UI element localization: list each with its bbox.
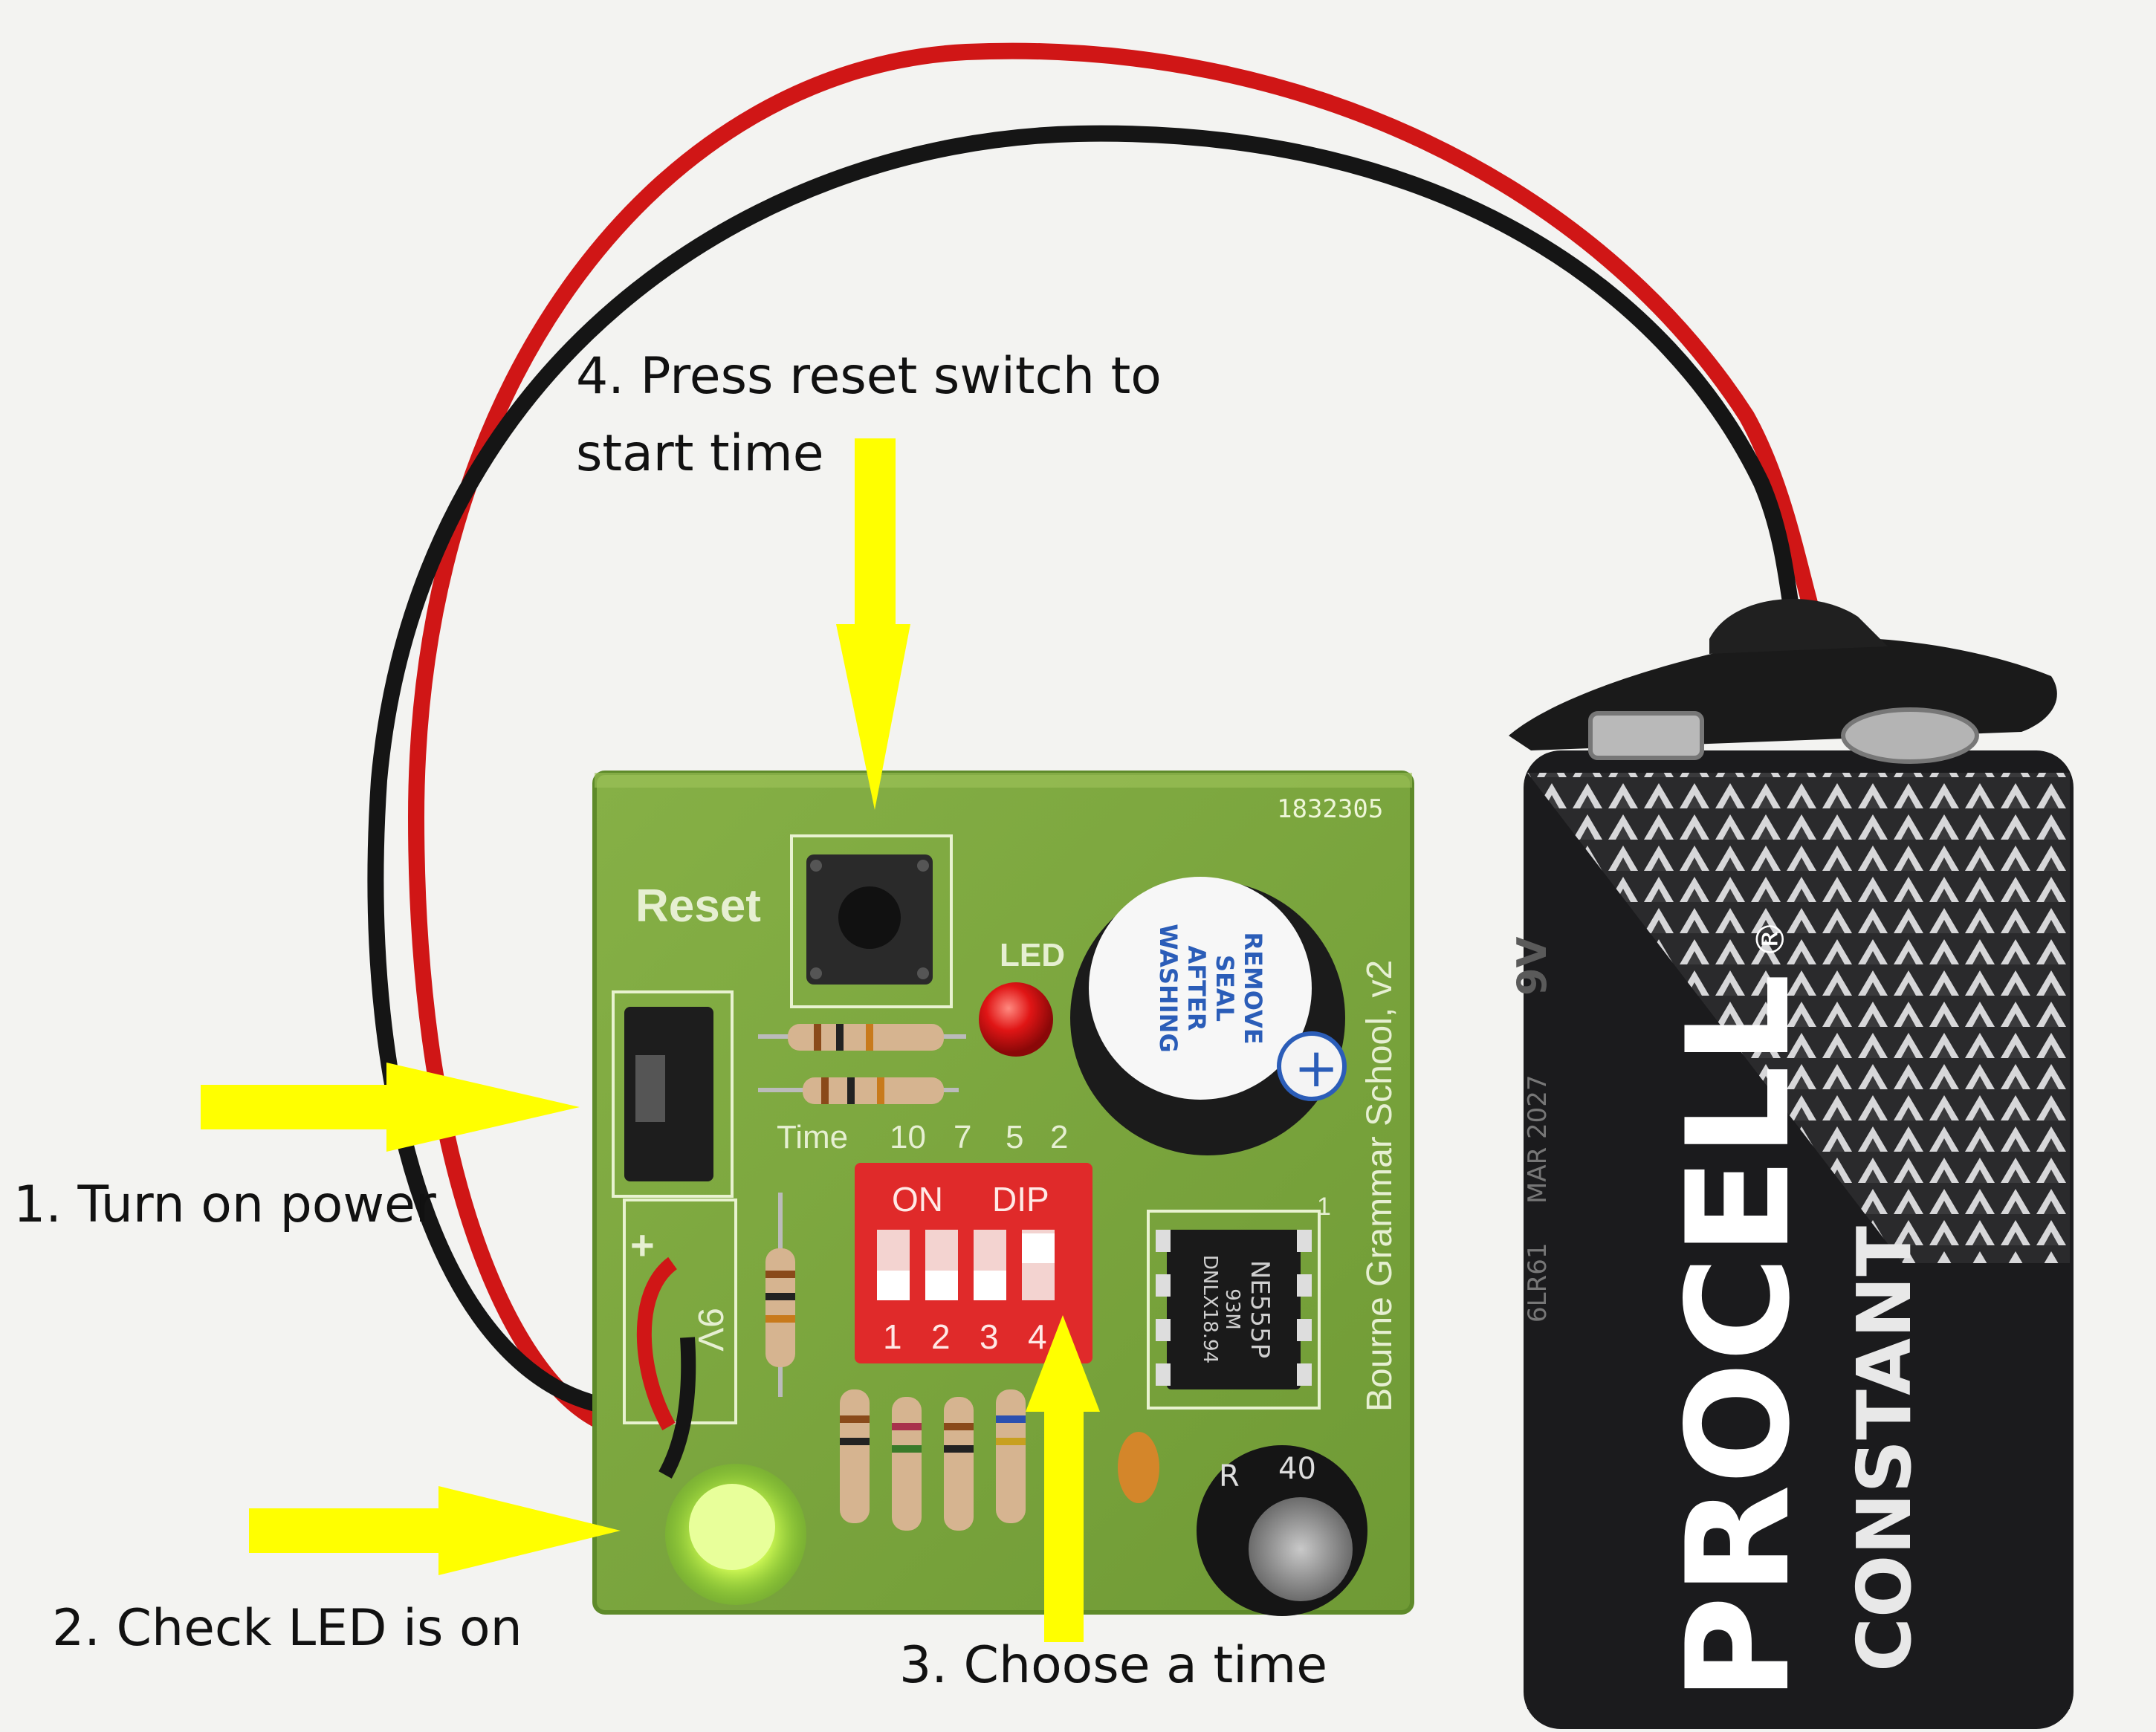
timer-pcb: 1832305 Reset LED: [592, 771, 1414, 1616]
battery-terminal-label: 9V: [690, 1308, 730, 1352]
battery-brand: PROCELL: [1657, 973, 1821, 1702]
buzzer-line2: SEAL: [1211, 955, 1239, 1022]
battery-model: CONSTANT: [1841, 1226, 1928, 1672]
ic-pin1-label: 1: [1317, 1193, 1331, 1221]
caption-step4-line1: 4. Press reset switch to: [576, 347, 1162, 406]
battery-code: 6LR61: [1523, 1243, 1553, 1323]
dip-num-2: 2: [931, 1317, 951, 1356]
time-value-3: 2: [1050, 1119, 1068, 1155]
battery-terminal-plus: +: [630, 1222, 655, 1268]
ic-555: NE555P 93M DNLX18.94 1: [1147, 1193, 1331, 1410]
board-text: Bourne Grammar School, v2: [1360, 960, 1399, 1412]
cap-text: R: [1219, 1459, 1240, 1493]
dip-switch[interactable]: ON DIP 1 2 3 4: [855, 1163, 1092, 1363]
annotation-arrows: [201, 438, 1100, 1642]
time-value-0: 10: [890, 1119, 926, 1155]
red-led: [979, 982, 1053, 1057]
arrow-right-power: [201, 1063, 580, 1152]
led-label: LED: [1000, 937, 1065, 973]
resistors-top: [758, 1024, 966, 1104]
pcb-serial: 1832305: [1277, 794, 1383, 824]
battery-expiry: MAR 2027: [1523, 1074, 1553, 1204]
power-switch[interactable]: [612, 990, 734, 1198]
arrow-up-dip: [1026, 1315, 1100, 1642]
caption-step3: 3. Choose a time: [899, 1636, 1328, 1695]
ic-line2: 93M: [1221, 1288, 1243, 1330]
dip-label: DIP: [992, 1180, 1049, 1219]
battery-pattern: [1527, 773, 2070, 1263]
arrow-down-reset: [836, 438, 910, 810]
battery-voltage: 9V: [1509, 936, 1556, 996]
ceramic-capacitor: [1118, 1432, 1159, 1503]
time-value-1: 7: [954, 1119, 971, 1155]
caption-step4-line2: start time: [576, 424, 824, 483]
buzzer-line3: AFTER: [1182, 946, 1211, 1031]
dip-num-3: 3: [980, 1317, 999, 1356]
battery-terminal-block: + 9V: [623, 1199, 737, 1479]
ic-line3: DNLX18.94: [1199, 1255, 1221, 1363]
reset-label: Reset: [635, 880, 761, 932]
caption-step4: 4. Press reset switch to start time: [576, 338, 1162, 493]
buzzer: + REMOVE SEAL AFTER WASHING: [1070, 877, 1347, 1155]
buzzer-line4: WASHING: [1154, 924, 1182, 1052]
electrolytic-capacitor: R 40: [1197, 1445, 1367, 1616]
cap-value: 40: [1278, 1452, 1316, 1486]
resistor-bank: [840, 1389, 1026, 1531]
dip-on-label: ON: [892, 1180, 943, 1219]
dip-num-1: 1: [883, 1317, 902, 1356]
arrow-right-led: [249, 1486, 621, 1575]
resistor-vertical: [765, 1193, 795, 1397]
time-label: Time: [777, 1119, 848, 1155]
dip-num-4: 4: [1028, 1317, 1047, 1356]
ic-line1: NE555P: [1245, 1260, 1275, 1358]
time-value-2: 5: [1006, 1119, 1023, 1155]
battery-registered-mark: ®: [1749, 920, 1793, 959]
battery-dark-panel: [1527, 773, 2070, 1709]
battery-terminal-round: [1841, 707, 1979, 764]
buzzer-plus: +: [1294, 1037, 1338, 1099]
battery-9v: PROCELL ® CONSTANT 9V MAR 2027 6LR61: [1509, 707, 2074, 1729]
reset-switch[interactable]: [790, 834, 953, 1008]
buzzer-line1: REMOVE: [1239, 932, 1267, 1044]
caption-step2: 2. Check LED is on: [52, 1599, 522, 1658]
green-led: [665, 1464, 806, 1605]
caption-step1: 1. Turn on power: [13, 1175, 436, 1234]
battery-terminal-hex: [1588, 711, 1704, 760]
